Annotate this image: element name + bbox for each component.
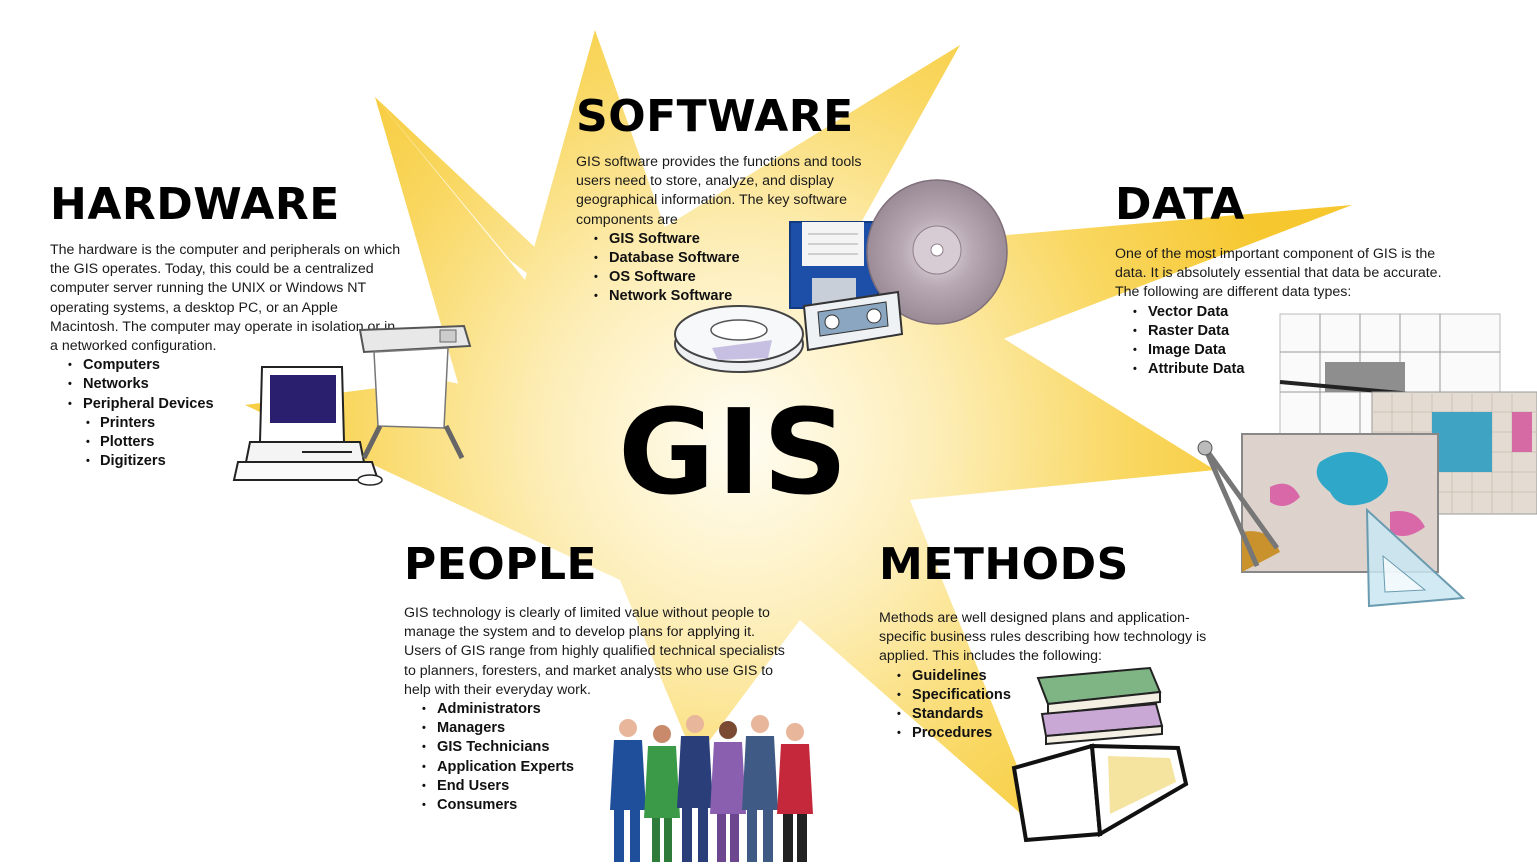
list-sub-item: Printers (50, 414, 405, 433)
list-item: Application Experts (404, 758, 789, 777)
list-item: Administrators (404, 700, 789, 719)
methods-heading: METHODS (879, 539, 1129, 590)
hardware-description: The hardware is the computer and periphe… (50, 242, 401, 355)
data-heading: DATA (1115, 179, 1245, 230)
hardware-list: Computers Networks Peripheral Devices Pr… (50, 356, 405, 471)
list-item: Consumers (404, 796, 789, 815)
software-description: GIS software provides the functions and … (576, 154, 862, 228)
people-description: GIS technology is clearly of limited val… (404, 605, 785, 698)
data-description: One of the most important component of G… (1115, 246, 1442, 301)
people-heading: PEOPLE (404, 539, 598, 590)
list-item: Network Software (576, 287, 896, 306)
books-icon (1011, 666, 1189, 843)
list-sub-item: Plotters (50, 433, 405, 452)
list-item: Raster Data (1115, 322, 1460, 341)
list-item: OS Software (576, 268, 896, 287)
list-item: GIS Software (576, 230, 896, 249)
computer-icon (232, 366, 383, 486)
data-section: DATA One of the most important component… (1115, 179, 1460, 380)
software-heading: SOFTWARE (576, 91, 854, 142)
tape-cassette-icon (802, 290, 904, 352)
software-list: GIS Software Database Software OS Softwa… (576, 230, 896, 307)
methods-description: Methods are well designed plans and appl… (879, 610, 1207, 665)
list-item: Specifications (879, 686, 1229, 705)
methods-section: METHODS Methods are well designed plans … (879, 539, 1229, 744)
people-section: PEOPLE GIS technology is clearly of limi… (404, 539, 789, 816)
plotter-icon (358, 324, 472, 460)
drafting-tools-icon (1197, 440, 1465, 608)
list-item: Procedures (879, 724, 1229, 743)
data-list: Vector Data Raster Data Image Data Attri… (1115, 303, 1460, 380)
software-section: SOFTWARE GIS software provides the funct… (576, 95, 896, 307)
people-group-icon (610, 715, 813, 862)
list-item: Networks (50, 375, 405, 394)
floppy-disk-icon (789, 221, 879, 309)
list-item: Vector Data (1115, 303, 1460, 322)
list-item: GIS Technicians (404, 738, 789, 757)
list-item: Computers (50, 356, 405, 375)
gis-title: GIS (618, 383, 850, 521)
list-item: Database Software (576, 249, 896, 268)
hardware-heading: HARDWARE (50, 179, 340, 230)
star-shape-fill (245, 30, 1352, 835)
list-item: Standards (879, 705, 1229, 724)
tape-reel-icon (674, 305, 804, 373)
list-item: Managers (404, 719, 789, 738)
list-sub-item: Digitizers (50, 452, 405, 471)
list-item: Peripheral Devices (50, 395, 405, 414)
hardware-section: HARDWARE The hardware is the computer an… (50, 179, 405, 472)
methods-list: Guidelines Specifications Standards Proc… (879, 667, 1229, 744)
people-list: Administrators Managers GIS Technicians … (404, 700, 789, 815)
list-item: Image Data (1115, 341, 1460, 360)
list-item: Guidelines (879, 667, 1229, 686)
list-item: Attribute Data (1115, 360, 1460, 379)
list-item: End Users (404, 777, 789, 796)
cd-icon (866, 179, 1008, 325)
